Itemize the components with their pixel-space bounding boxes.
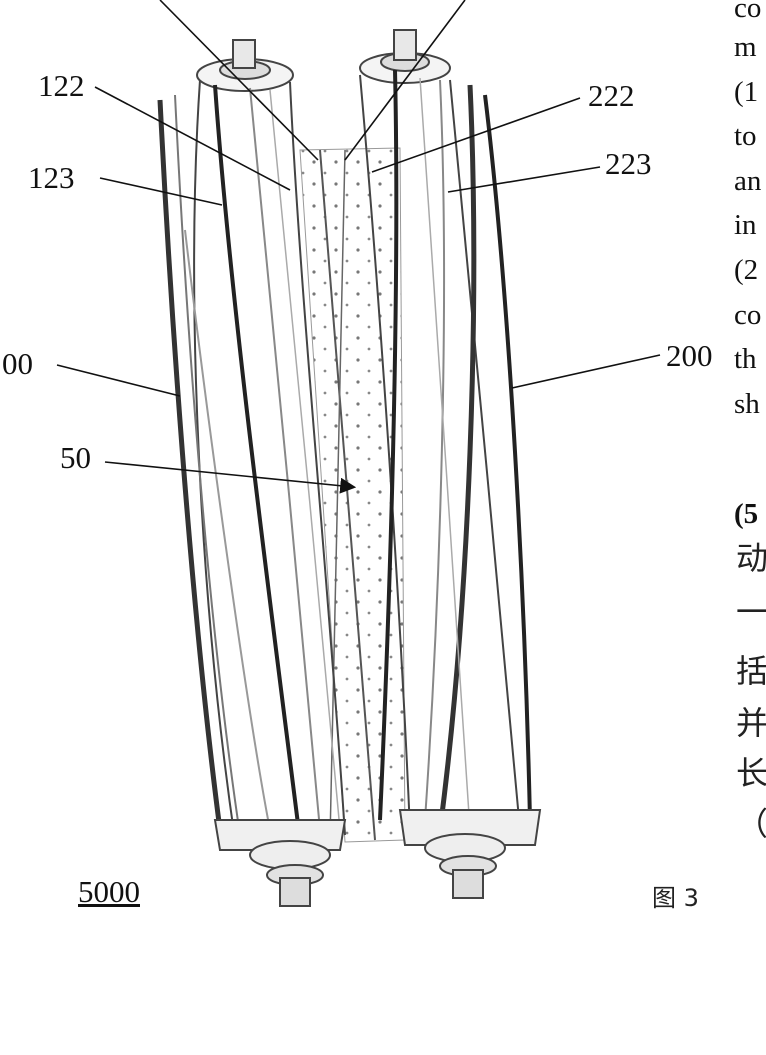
side-text-line: m (734, 33, 757, 62)
side-text-line: th (734, 345, 757, 374)
side-text-line: to (734, 122, 757, 151)
side-text-line: an (734, 167, 761, 196)
side-cn-line: 括 (736, 655, 766, 687)
ref-label-100: 00 (2, 348, 33, 379)
side-cn-line: 一 (736, 596, 766, 628)
side-text-line: sh (734, 390, 760, 419)
side-paragraph-number: (5 (734, 500, 758, 529)
side-cn-line: 动 (736, 542, 766, 574)
side-text-line: in (734, 211, 757, 240)
ref-label-123: 123 (28, 162, 75, 193)
side-text-line: co (734, 0, 761, 23)
side-text-line: (2 (734, 256, 758, 285)
figure-caption: 图 3 (652, 878, 699, 913)
ref-label-222: 222 (588, 80, 635, 111)
side-text-line: co (734, 301, 761, 330)
ref-label-200: 200 (666, 340, 713, 371)
ref-label-122: 122 (38, 70, 85, 101)
ref-label-50: 50 (60, 442, 91, 473)
center-membrane (300, 148, 405, 842)
ref-label-223: 223 (605, 148, 652, 179)
side-cn-line: 并 (736, 707, 766, 739)
side-cn-line: 长 (736, 757, 766, 789)
side-text-line: (1 (734, 78, 758, 107)
figure-number: 5000 (78, 876, 140, 907)
side-cn-line: （ (736, 808, 766, 840)
